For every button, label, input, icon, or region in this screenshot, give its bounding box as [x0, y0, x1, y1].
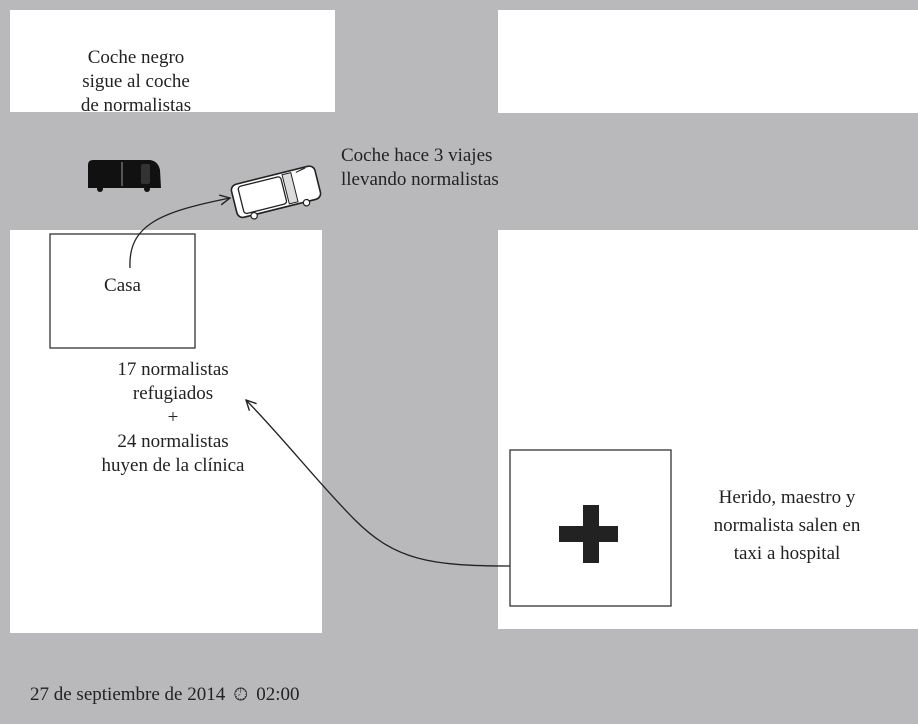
label-refugees-line-3: + — [167, 407, 179, 428]
label-refugees-line-1: 17 normalistas — [117, 359, 229, 380]
date-text: 27 de septiembre de 2014 — [30, 684, 226, 705]
medical-cross-icon — [559, 505, 618, 563]
label-hospital-exit-line-1: Herido, maestro y — [718, 487, 856, 508]
label-house: Casa — [104, 275, 141, 296]
arrow-clinic-to-refugees — [246, 400, 511, 567]
clock-icon: 🕗︎ — [233, 685, 248, 704]
label-black-car-line-1: Coche negro — [87, 47, 185, 68]
label-hospital-exit: Herido, maestro y normalista salen en ta… — [672, 484, 902, 568]
label-refugees-line-4: 24 normalistas — [117, 431, 229, 452]
label-car-trips: Coche hace 3 viajes llevando normalistas — [341, 144, 499, 192]
timestamp: 27 de septiembre de 2014 🕗︎ 02:00 — [30, 684, 299, 706]
label-black-car-line-3: de normalistas — [80, 95, 192, 116]
label-hospital-exit-line-3: taxi a hospital — [733, 543, 841, 564]
label-black-car: Coche negro sigue al coche de normalista… — [42, 46, 230, 118]
arrow-house-to-car — [129, 198, 230, 269]
label-refugees: 17 normalistas refugiados + 24 normalist… — [48, 358, 298, 478]
label-car-trips-line-1: Coche hace 3 viajes — [341, 145, 493, 166]
block-top-right — [498, 10, 918, 113]
white-car-icon — [230, 165, 322, 220]
time-text: 02:00 — [256, 684, 300, 705]
label-black-car-line-2: sigue al coche — [82, 71, 190, 92]
label-refugees-line-5: huyen de la clínica — [101, 455, 245, 476]
block-top-left — [10, 10, 335, 112]
black-car-icon — [88, 160, 161, 192]
house-building — [49, 233, 196, 349]
label-car-trips-line-2: llevando normalistas — [341, 169, 499, 190]
label-refugees-line-2: refugiados — [132, 383, 214, 404]
label-hospital-exit-line-2: normalista salen en — [713, 515, 861, 536]
